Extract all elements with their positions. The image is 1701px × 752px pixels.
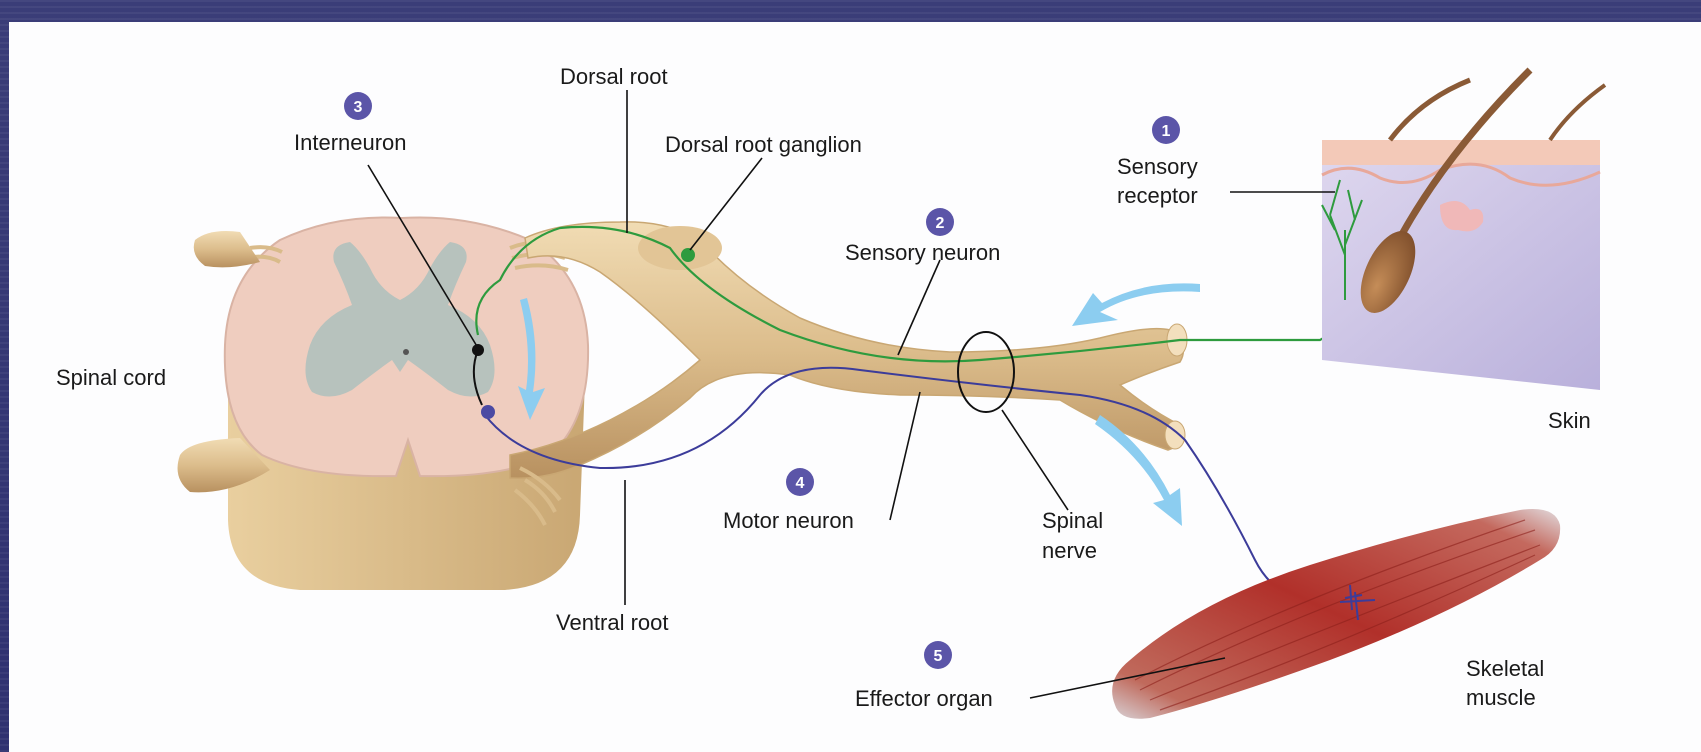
label-spinal-cord: Spinal cord	[56, 365, 166, 390]
label-spinal: Spinal	[1042, 508, 1103, 533]
step-number: 1	[1162, 123, 1171, 140]
step-badge-5: 5	[924, 641, 952, 669]
spinal-nerve-bundle	[510, 222, 1187, 525]
step-badge-4: 4	[786, 468, 814, 496]
motor-neuron-path	[485, 368, 1345, 600]
dorsal-root-ganglion-cell	[681, 248, 695, 262]
label-ventral-root: Ventral root	[556, 610, 669, 635]
hair-shaft-3	[1550, 85, 1605, 140]
leader-spinal-nerve	[1002, 410, 1068, 510]
step-badge-3: 3	[344, 92, 372, 120]
dorsal-root-ganglion-bulge	[638, 226, 722, 270]
step-number: 2	[936, 215, 945, 232]
central-canal	[403, 349, 409, 355]
label-interneuron: Interneuron	[294, 130, 407, 155]
step-number: 4	[796, 475, 805, 492]
leader-sensory-neuron	[898, 260, 940, 355]
label-dorsal-root: Dorsal root	[560, 64, 668, 89]
step-badge-2: 2	[926, 208, 954, 236]
label-dorsal-root-ganglion: Dorsal root ganglion	[665, 132, 862, 157]
leader-dorsal-root-ganglion	[690, 158, 762, 250]
label-muscle: muscle	[1466, 685, 1536, 710]
leader-motor-neuron	[890, 392, 920, 520]
step-number: 3	[354, 99, 363, 116]
motor-neuron-cell	[481, 405, 495, 419]
label-receptor: receptor	[1117, 183, 1198, 208]
label-skeletal: Skeletal	[1466, 656, 1544, 681]
skin-block	[1322, 70, 1605, 390]
step-badge-1: 1	[1152, 116, 1180, 144]
label-motor-neuron: Motor neuron	[723, 508, 854, 533]
label-nerve: nerve	[1042, 538, 1097, 563]
arrow-sensory-incoming	[1072, 283, 1200, 326]
step-number: 5	[934, 648, 943, 665]
label-sensory-neuron: Sensory neuron	[845, 240, 1000, 265]
cord-stub-left	[194, 231, 260, 267]
label-skin: Skin	[1548, 408, 1591, 433]
hair-shaft-1	[1390, 80, 1470, 140]
interneuron-cell	[472, 344, 484, 356]
label-sensory: Sensory	[1117, 154, 1198, 179]
label-effector-organ: Effector organ	[855, 686, 993, 711]
